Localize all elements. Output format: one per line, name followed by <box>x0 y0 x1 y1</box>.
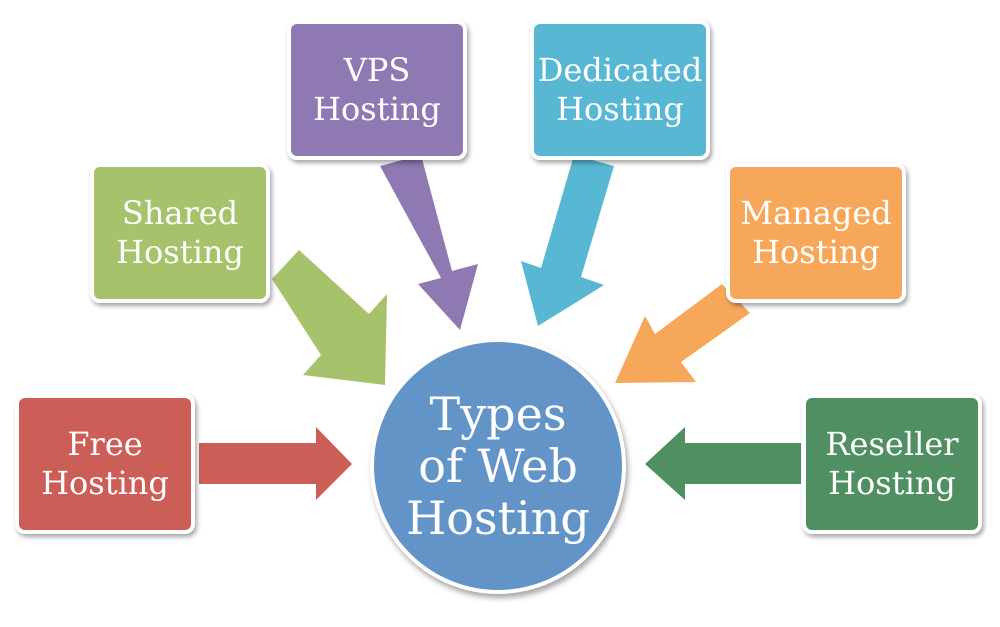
reseller-hosting-box: Reseller Hosting <box>802 394 982 534</box>
managed-hosting-line-2: Hosting <box>752 233 880 271</box>
arrow-reseller <box>645 427 801 500</box>
center-title-line-2: of Web <box>418 439 578 493</box>
arrow-managed <box>615 284 750 383</box>
vps-hosting-line-2: Hosting <box>313 90 441 128</box>
arrow-vps <box>380 155 478 330</box>
free-hosting-line-2: Hosting <box>41 464 169 502</box>
managed-hosting-line-1: Managed <box>740 194 892 232</box>
arrow-shared <box>272 250 387 385</box>
shared-hosting-line-2: Hosting <box>116 233 244 271</box>
reseller-hosting-line-2: Hosting <box>828 464 956 502</box>
free-hosting-line-1: Free <box>67 425 143 463</box>
dedicated-hosting-box: Dedicated Hosting <box>530 20 710 160</box>
shared-hosting-box: Shared Hosting <box>90 163 270 303</box>
types-of-web-hosting-circle: Types of Web Hosting <box>370 338 626 594</box>
vps-hosting-box: VPS Hosting <box>287 20 467 160</box>
dedicated-hosting-line-1: Dedicated <box>537 51 703 89</box>
shared-hosting-line-1: Shared <box>121 194 239 232</box>
reseller-hosting-line-1: Reseller <box>825 425 959 463</box>
center-title-line-3: Hosting <box>406 491 590 545</box>
vps-hosting-line-1: VPS <box>343 51 411 89</box>
managed-hosting-box: Managed Hosting <box>726 163 906 303</box>
dedicated-hosting-line-2: Hosting <box>556 90 684 128</box>
arrow-free <box>199 427 352 500</box>
free-hosting-box: Free Hosting <box>15 394 195 534</box>
arrow-dedicated <box>521 155 614 326</box>
center-title-line-1: Types <box>429 387 567 441</box>
